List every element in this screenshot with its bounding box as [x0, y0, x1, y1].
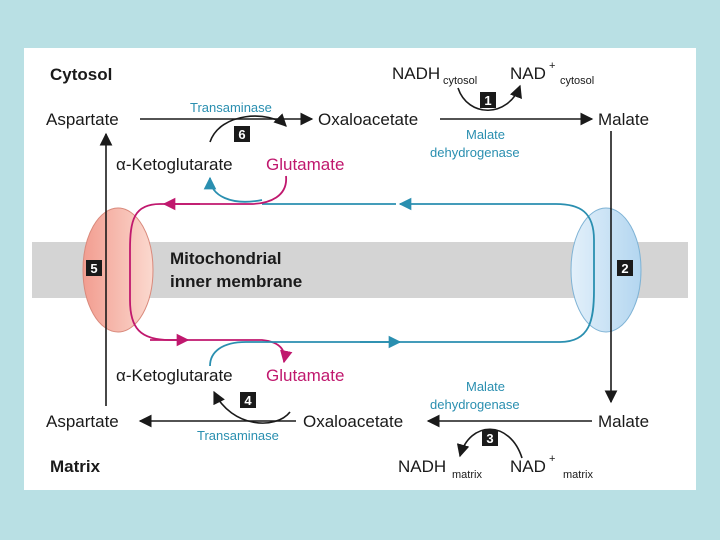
step-1-number: 1 [484, 93, 491, 108]
membrane-label-line2: inner membrane [170, 272, 302, 291]
cytosol-malate: Malate [598, 110, 649, 129]
cytosol-malate-dh-line1: Malate [466, 127, 505, 142]
cytosol-transaminase: Transaminase [190, 100, 272, 115]
cytosol-nadh-sub: cytosol [443, 75, 477, 87]
nad-curve-matrix [456, 428, 523, 459]
matrix-glutamate: Glutamate [266, 366, 344, 385]
matrix-nad: NAD [510, 457, 546, 476]
nadh-curve-cytosol [457, 84, 522, 111]
step-2-box [617, 260, 633, 276]
matrix-malate-dh-line1: Malate [466, 379, 505, 394]
cytosol-oxaloacetate: Oxaloacetate [318, 110, 418, 129]
step-4-box [240, 392, 256, 408]
step-6-number: 6 [238, 127, 245, 142]
cytosol-ketoglutarate: α-Ketoglutarate [116, 155, 233, 174]
cytosol-glutamate: Glutamate [266, 155, 344, 174]
glu-mag-exchange-loop [129, 175, 287, 341]
transaminase-curve-matrix [213, 390, 291, 424]
matrix-nad-sup: + [549, 453, 555, 465]
matrix-label: Matrix [50, 457, 101, 476]
step-3-box [482, 430, 498, 446]
matrix-akg-blue-curve [209, 341, 247, 367]
matrix-nadh-sub: matrix [452, 469, 482, 481]
cytosol-glu-to-akg-curve [203, 176, 263, 203]
step-5-number: 5 [90, 261, 97, 276]
cytosol-nadh: NADH [392, 64, 440, 83]
matrix-nad-sub: matrix [563, 469, 593, 481]
matrix-ketoglutarate: α-Ketoglutarate [116, 366, 233, 385]
matrix-malate-dh-line2: dehydrogenase [430, 397, 520, 412]
step-4-number: 4 [244, 393, 252, 408]
step-5-box [86, 260, 102, 276]
transaminase-curve-cytosol [209, 113, 287, 143]
cytosol-malate-dh-line2: dehydrogenase [430, 145, 520, 160]
step-6-box [234, 126, 250, 142]
cytosol-aspartate: Aspartate [46, 110, 119, 129]
step-2-number: 2 [621, 261, 628, 276]
step-3-number: 3 [486, 431, 493, 446]
matrix-transaminase: Transaminase [197, 428, 279, 443]
cytosol-label: Cytosol [50, 65, 112, 84]
membrane-label-line1: Mitochondrial [170, 249, 281, 268]
transporter-5 [82, 207, 154, 333]
matrix-nadh: NADH [398, 457, 446, 476]
matrix-mag-to-glu-curve [190, 339, 293, 364]
step-1-box [480, 92, 496, 108]
matrix-oxaloacetate: Oxaloacetate [303, 412, 403, 431]
matrix-malate: Malate [598, 412, 649, 431]
matrix-aspartate: Aspartate [46, 412, 119, 431]
cytosol-nad: NAD [510, 64, 546, 83]
akg-blue-exchange-loop [246, 203, 595, 343]
cytosol-nad-sup: + [549, 60, 555, 72]
transporter-2 [570, 207, 642, 333]
cytosol-nad-sub: cytosol [560, 75, 594, 87]
